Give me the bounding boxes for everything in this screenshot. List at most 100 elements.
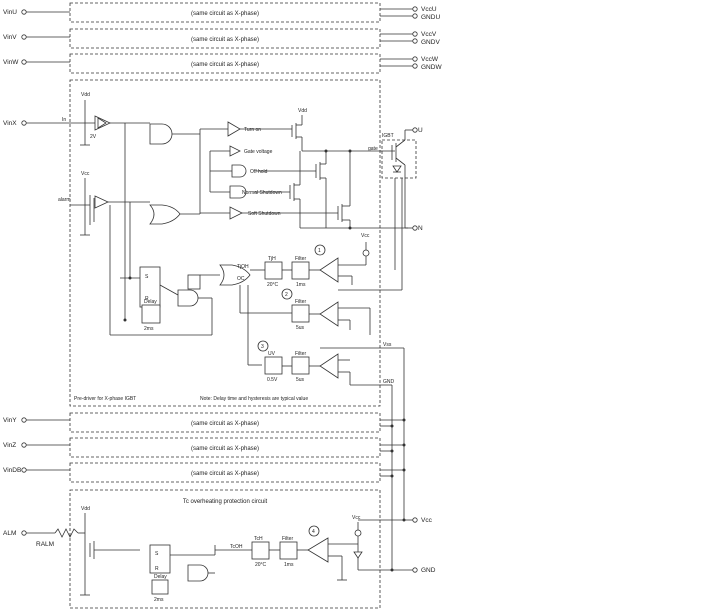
tjh-filter-row: TjH 20°C Filter 1ms Vcc 1	[264, 233, 370, 288]
overheat-block	[69, 489, 381, 609]
normal-shutdown-label: Normal Shutdown	[242, 190, 282, 196]
vinv-label: VinV	[3, 34, 17, 41]
vccw-label: VccW	[421, 56, 439, 63]
oc-filter-row: Filter 5us 2	[262, 288, 402, 335]
off-hold-label: Off hold	[250, 169, 268, 175]
marker-3: 3	[261, 344, 264, 350]
oh-latch-s: S	[155, 551, 159, 557]
oh-filter-label: Filter	[282, 536, 293, 542]
hys-in: 2V	[90, 134, 97, 140]
gndu-label: GNDU	[421, 14, 440, 21]
igbt-device: IGBT gate U N	[368, 127, 423, 290]
vdd-label-out: Vdd	[298, 108, 307, 114]
filter-label-2: Filter	[295, 299, 306, 305]
phase-y-label: (same circuit as X-phase)	[191, 421, 259, 427]
alm-label: ALM	[3, 530, 16, 537]
filter-label-3: Filter	[295, 351, 306, 357]
soft-shutdown-label: Soft Shutdown	[248, 211, 281, 217]
left-pins: VinU VinV VinW VinX VinY VinZ VinDB ALM	[3, 9, 27, 537]
ralm-label: RALM	[36, 541, 54, 548]
delay-latch: S R Delay 2ms	[109, 205, 213, 336]
vcc-pin-label: Vcc	[421, 517, 433, 524]
fault-or-gate: TjOH OC	[200, 264, 265, 366]
alarm-label: alarm	[58, 197, 71, 203]
vccv-label: VccV	[421, 31, 437, 38]
marker-2: 2	[285, 292, 288, 298]
gate-voltage-label: Gate voltage	[244, 149, 273, 155]
turn-on-label: Turn on	[244, 127, 261, 133]
phase-u-label: (same circuit as X-phase)	[191, 11, 259, 17]
viny-label: VinY	[3, 417, 17, 424]
vinu-label: VinU	[3, 9, 17, 16]
phase-db-block: (same circuit as X-phase)	[69, 462, 381, 483]
uvw-output-wires	[380, 8, 413, 67]
filter-time-2: 5us	[296, 325, 305, 331]
gndw-label: GNDW	[421, 64, 442, 71]
xphase-footer-left: Pre-driver for X-phase IGBT	[74, 396, 136, 402]
latch-r: R	[145, 296, 149, 302]
vindb-label: VinDB	[3, 467, 21, 474]
logic-gates	[124, 123, 200, 320]
uvw-input-wires	[26, 11, 70, 63]
oh-vcc-label: Vcc	[352, 515, 361, 521]
vccu-label: VccU	[421, 6, 437, 13]
right-bus	[380, 347, 413, 572]
n-pin-label: N	[418, 225, 423, 232]
phase-z-label: (same circuit as X-phase)	[191, 446, 259, 452]
gnd-pin-label: GND	[421, 567, 436, 574]
tjoh-label: TjOH	[237, 264, 249, 270]
phase-z-block: (same circuit as X-phase)	[69, 437, 381, 458]
igbt-label: IGBT	[382, 133, 394, 139]
latch-s: S	[145, 274, 149, 280]
oh-delay-time: 2ms	[154, 597, 164, 603]
buffer-chain: Turn on Gate voltage Off hold Normal Shu…	[199, 121, 282, 220]
phase-v-label: (same circuit as X-phase)	[191, 37, 259, 43]
gate-label: gate	[368, 146, 378, 152]
filter-time-1: 1ms	[296, 282, 306, 288]
overheat-sense-row: TcOH TcH 20°C Filter 1ms Vcc 4	[215, 515, 404, 581]
phase-w-block: (same circuit as X-phase)	[69, 53, 381, 74]
overheat-latch: S R Delay 2ms	[149, 544, 216, 603]
tch-label: TcH	[254, 536, 263, 542]
output-transistors: Vdd	[240, 108, 408, 230]
phase-w-label: (same circuit as X-phase)	[191, 62, 259, 68]
marker-4: 4	[312, 529, 315, 535]
phase-v-block: (same circuit as X-phase)	[69, 28, 381, 49]
vss-label: Vss	[383, 342, 392, 348]
input-stage: In Vdd 2V	[26, 92, 150, 146]
gndv-label: GNDV	[421, 39, 440, 46]
tch-value: 20°C	[255, 562, 267, 568]
uv-filter-row: UV 0.5V Filter 5us Vss GND 3	[257, 340, 395, 386]
gnd-label-x: GND	[383, 379, 395, 385]
filter-time-3: 5us	[296, 377, 305, 383]
vdd-label-in: Vdd	[81, 92, 90, 98]
uv-hys: 0.5V	[267, 377, 278, 383]
oh-filter-time: 1ms	[284, 562, 294, 568]
uv-label: UV	[268, 351, 276, 357]
u-pin-label: U	[418, 127, 423, 134]
delay-label: Delay	[144, 299, 157, 305]
tjh-value: 20°C	[267, 282, 279, 288]
phase-db-label: (same circuit as X-phase)	[191, 471, 259, 477]
xphase-block	[69, 79, 381, 407]
alm-output-stage: RALM Vdd	[26, 506, 140, 596]
right-pins: VccU GNDU VccV GNDV VccW GNDW Vcc GND	[412, 6, 442, 574]
oc-label: OC	[237, 276, 245, 282]
alarm-stage: alarm Vcc	[58, 171, 150, 236]
oh-delay-label: Delay	[154, 574, 167, 580]
in-label: In	[62, 117, 66, 123]
vinz-label: VinZ	[3, 442, 16, 449]
oh-latch-r: R	[155, 566, 159, 572]
vinw-label: VinW	[3, 59, 19, 66]
vcc-label-alarm: Vcc	[81, 171, 90, 177]
phase-y-block: (same circuit as X-phase)	[69, 412, 381, 433]
vdd-label-oh: Vdd	[81, 506, 90, 512]
filter-label-1: Filter	[295, 256, 306, 262]
vcc-label-tj: Vcc	[361, 233, 370, 239]
tcoh-label: TcOH	[230, 544, 243, 550]
marker-1: 1	[318, 248, 321, 254]
phase-u-block: (same circuit as X-phase)	[69, 2, 381, 23]
tjh-label: TjH	[268, 256, 276, 262]
vinx-label: VinX	[3, 120, 17, 127]
